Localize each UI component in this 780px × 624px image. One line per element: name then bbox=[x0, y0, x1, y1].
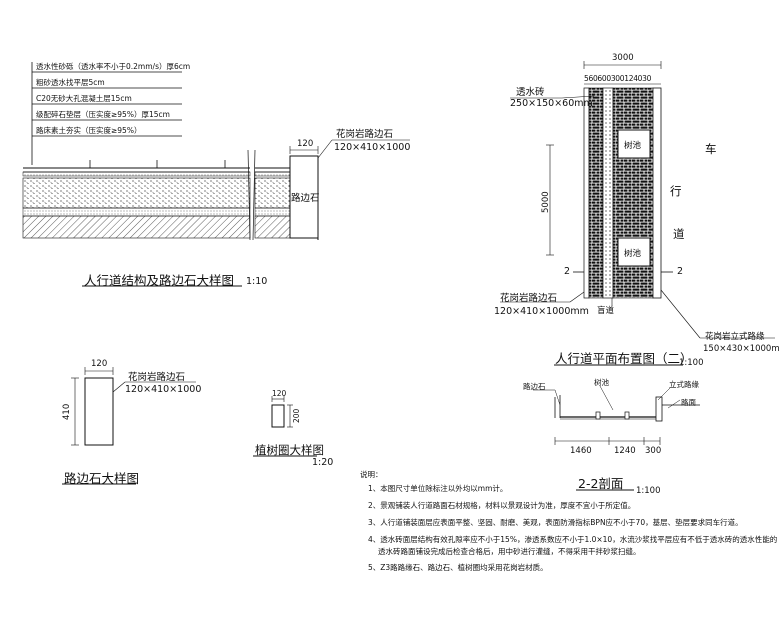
tree-ring-scale: 1:20 bbox=[312, 457, 334, 468]
curb-detail-height: 410 bbox=[62, 403, 72, 420]
sect-label-road: 路面 bbox=[681, 398, 696, 407]
plan-brick-size: 250×150×60mm bbox=[510, 98, 593, 109]
layer-label-2: 粗砂透水找平层5cm bbox=[36, 78, 105, 87]
plan-sub-dims: 560600300124030 bbox=[584, 74, 652, 83]
sect-title: 2-2剖面 bbox=[578, 476, 624, 491]
section-mark-right: 2 bbox=[677, 266, 684, 277]
note-4: 4、透水砖面层结构有效孔隙率应不小于15%，渗透系数应不小于1.0×10，水流沙… bbox=[368, 535, 778, 544]
plan-length-dim: 5000 bbox=[541, 191, 551, 213]
curb-detail bbox=[62, 367, 196, 485]
plan-title: 人行道平面布置图（二） bbox=[555, 351, 693, 366]
tree-pit-label-2: 树池 bbox=[624, 249, 642, 259]
section-title: 人行道结构及路边石大样图 bbox=[84, 273, 235, 288]
curb-label: 路边石 bbox=[291, 193, 320, 204]
layer-label-5: 路床素土夯实（压实度≥95%） bbox=[36, 126, 142, 135]
sect-label-treepit: 树池 bbox=[594, 378, 609, 387]
curb-detail-size: 120×410×1000 bbox=[125, 384, 202, 395]
sect-label-curb: 路边石 bbox=[523, 382, 546, 391]
note-1: 1、本图尺寸单位除标注以外均以mm计。 bbox=[368, 484, 508, 493]
curb-width-dim: 120 bbox=[297, 139, 314, 149]
road-char-3: 道 bbox=[673, 227, 685, 241]
plan-kerb-callout: 花岗岩立式路缘 bbox=[705, 332, 765, 342]
plan-brick-label: 透水砖 bbox=[516, 87, 545, 98]
note-2: 2、景观铺装人行道路面石材规格，材料以景观设计为准，厚度不宜小于所定值。 bbox=[368, 501, 636, 510]
tree-ring-width: 120 bbox=[272, 389, 287, 398]
road-char-1: 车 bbox=[705, 142, 717, 156]
plan-layout bbox=[500, 61, 775, 366]
sect-dim-2: 1240 bbox=[614, 446, 636, 456]
note-5: 5、Z3路路缘石、路边石、植树圈均采用花岗岩材质。 bbox=[368, 563, 548, 572]
road-char-2: 行 bbox=[670, 184, 682, 198]
layer-label-1: 透水性砂砾（透水率不小于0.2mm/s）厚6cm bbox=[36, 62, 191, 71]
curb-detail-title: 路边石大样图 bbox=[64, 471, 140, 486]
plan-curb-size: 120×410×1000mm bbox=[494, 306, 589, 317]
sect-dim-3: 300 bbox=[645, 446, 662, 456]
plan-kerb-size: 150×430×1000mm bbox=[703, 344, 780, 354]
tree-ring-detail bbox=[253, 396, 317, 457]
sect-label-kerb: 立式路缘 bbox=[669, 380, 699, 389]
tree-ring-height: 200 bbox=[292, 408, 301, 423]
layer-label-4: 级配碎石垫层（压实度≥95%）厚15cm bbox=[36, 110, 170, 119]
section-2-2 bbox=[533, 385, 700, 491]
curb-callout: 花岗岩路边石 bbox=[336, 129, 394, 140]
section-mark-left: 2 bbox=[564, 266, 571, 277]
tree-pit-label-1: 树池 bbox=[624, 141, 642, 151]
curb-detail-callout: 花岗岩路边石 bbox=[128, 372, 186, 383]
notes-heading: 说明： bbox=[360, 470, 383, 479]
plan-total-width: 3000 bbox=[612, 53, 634, 63]
layer-label-3: C20无砂大孔混凝土层15cm bbox=[36, 94, 132, 103]
pavement-section bbox=[22, 62, 410, 287]
plan-scale: 1:100 bbox=[679, 358, 704, 368]
blind-path-label: 盲道 bbox=[597, 306, 615, 316]
section-scale: 1:10 bbox=[246, 276, 268, 287]
plan-curb-callout: 花岗岩路边石 bbox=[500, 293, 558, 304]
curb-detail-width: 120 bbox=[91, 359, 108, 369]
note-4-cont: 透水砖路面铺设完成后检查合格后，用中砂进行灌缝，不得采用干拌砂浆扫缝。 bbox=[378, 547, 641, 556]
sect-dim-1: 1460 bbox=[570, 446, 592, 456]
note-3: 3、人行道铺装面层应表面平整、坚固、耐磨、美观，表面防滑指标BPN应不小于70，… bbox=[368, 518, 743, 527]
tree-ring-title: 植树圈大样图 bbox=[255, 443, 324, 457]
sect-scale: 1:100 bbox=[636, 486, 661, 496]
curb-size: 120×410×1000 bbox=[334, 142, 411, 153]
